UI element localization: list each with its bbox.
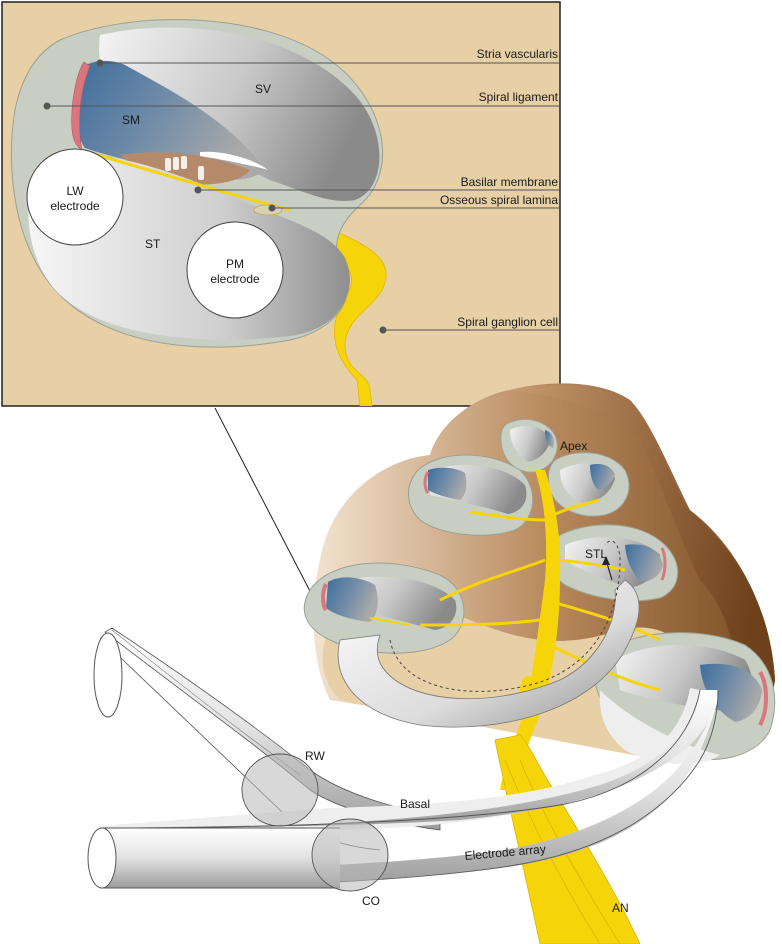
- label-an: AN: [612, 901, 629, 915]
- callout-basilar-membrane: Basilar membrane: [461, 175, 559, 189]
- lw-electrode: [26, 148, 124, 246]
- scala-media: [74, 60, 265, 180]
- inset-cross-section: SV SM ST LW electrode PM electrode Stria…: [1, 1, 561, 407]
- lower-tube-end: [87, 827, 117, 889]
- basilar-membrane: [79, 148, 291, 212]
- callout-spiral-ligament: Spiral ligament: [479, 90, 559, 104]
- electrode-curve: [337, 579, 640, 728]
- scala-vestibuli: [99, 27, 380, 201]
- label-basal: Basal: [400, 797, 430, 811]
- label-st: ST: [145, 237, 161, 251]
- cochleostomy: [311, 818, 389, 892]
- tectorial-membrane: [200, 151, 268, 170]
- intracochlear-electrode: [337, 540, 640, 728]
- basal-turn-right-upper: [548, 524, 679, 602]
- electrode-array-tube: [87, 688, 719, 889]
- label-apex: Apex: [560, 439, 587, 453]
- callout-leaders: [43, 59, 560, 334]
- label-sv: SV: [255, 82, 271, 96]
- lower-tube-body: [100, 688, 700, 830]
- osseous-spiral-lamina: [253, 204, 283, 216]
- lw-electrode-line1: LW: [66, 184, 84, 198]
- callout-osseous-spiral-lamina: Osseous spiral lamina: [440, 193, 558, 207]
- neural-trunk: [500, 470, 561, 790]
- label-rw: RW: [305, 749, 325, 763]
- callout-stria-vascularis: Stria vascularis: [477, 47, 558, 61]
- callout-spiral-ganglion-cell: Spiral ganglion cell: [457, 315, 558, 329]
- zoom-connector-line: [214, 407, 313, 596]
- lw-electrode-line2: electrode: [50, 199, 100, 213]
- label-stl: STL: [585, 547, 607, 561]
- electrode-hidden-path: [389, 540, 621, 692]
- label-co: CO: [362, 894, 380, 908]
- callout-labels: Stria vascularis Spiral ligament Basilar…: [440, 47, 559, 329]
- stria-vascularis: [71, 61, 91, 151]
- pm-electrode-line2: electrode: [210, 272, 260, 286]
- cochlea-spiral: [303, 383, 776, 944]
- label-sm: SM: [122, 113, 140, 127]
- middle-turn-right: [547, 452, 630, 517]
- hair-cells: [165, 156, 204, 180]
- apical-turn: [500, 418, 558, 473]
- pm-electrode: [186, 221, 284, 319]
- pm-electrode-line1: PM: [226, 257, 244, 271]
- upper-tube-end: [93, 632, 123, 718]
- round-window: [241, 753, 319, 827]
- basal-turn-left: [303, 562, 465, 654]
